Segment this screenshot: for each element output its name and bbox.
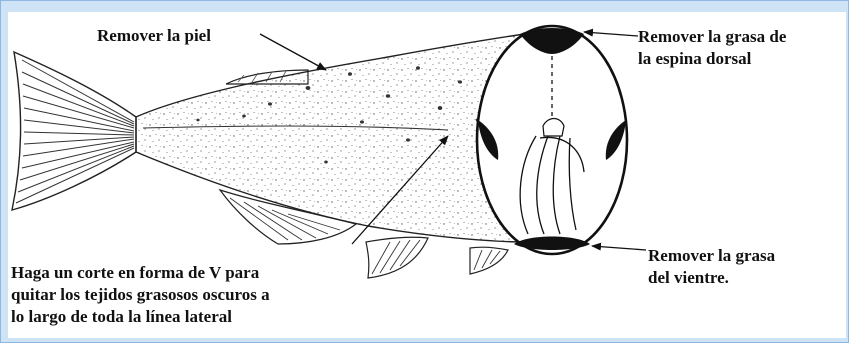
label-remove-skin: Remover la piel xyxy=(97,25,211,47)
label-remove-belly-fat: Remover la grasa del vientre. xyxy=(648,245,775,289)
diagram-panel: Remover la piel Remover la grasa de la e… xyxy=(8,12,846,338)
label-remove-dorsal-fat: Remover la grasa de la espina dorsal xyxy=(638,26,786,70)
cross-section xyxy=(477,26,627,254)
tail-fin xyxy=(12,52,136,210)
label-v-cut-lateral-line: Haga un corte en forma de V para quitar … xyxy=(11,262,270,328)
